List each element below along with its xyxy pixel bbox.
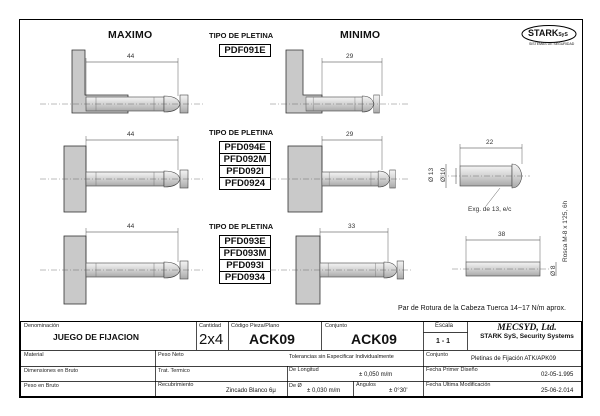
detail-hex: Exg. de 13, e/c [468, 206, 512, 213]
recubrimiento-value: Zincado Blanco 6μ [226, 388, 276, 394]
fecha2-value: 25-06-2.014 [541, 388, 574, 394]
conjunto2-label: Conjunto [426, 352, 449, 358]
angulos-label: Angulos [356, 382, 376, 388]
peso-bruto-label: Peso en Bruto [24, 383, 59, 389]
de-o-value: ± 0,030 m/m [307, 388, 341, 394]
company-name: MECSYD, Ltd. [497, 323, 557, 333]
dim-label: 44 [127, 131, 135, 138]
assembly-max-3 [40, 228, 205, 305]
escala-value: 1 - 1 [436, 338, 451, 345]
escala-label: Escala [435, 323, 454, 329]
pletina-code: PFD092M [220, 154, 270, 166]
denominacion-label: Denominación [24, 323, 60, 329]
fecha2-label: Fecha Ultima Modificación [426, 382, 491, 388]
pletina-code: PFD093M [220, 248, 270, 260]
detail-rod [452, 236, 557, 277]
logo-brand: STARKSyS [528, 28, 568, 38]
pletina-code: PFD094E [220, 142, 270, 154]
title-block: Denominación JUEGO DE FIJACION Cantidad … [20, 321, 583, 398]
pletina-code: PDF091E [224, 45, 266, 56]
maximo-header: MAXIMO [108, 29, 153, 41]
conjunto-value: ACK09 [351, 331, 397, 347]
dim-label: 29 [346, 53, 354, 60]
detail-dim-38: 38 [498, 231, 506, 238]
codes-group-3: PFD093E PFD093M PFD093I PFD0934 [219, 235, 271, 284]
recubrimiento-label: Recubrimiento [158, 382, 194, 388]
pletina-code: PFD093E [220, 236, 270, 248]
title-grid [21, 322, 583, 398]
dim-bruto-label: Dimensiones en Bruto [24, 368, 79, 374]
denominacion-value: JUEGO DE FIJACION [53, 332, 139, 342]
stark-logo: STARKSyS SISTEMAS DE SEGURIDAD [521, 25, 577, 47]
detail-dim-22: 22 [486, 139, 494, 146]
assembly-min-1 [270, 49, 410, 114]
assembly-min-2 [270, 136, 410, 213]
dim-label: 33 [348, 223, 356, 230]
trat-label: Trat. Termico [158, 368, 190, 374]
technical-drawing [40, 49, 557, 305]
cantidad-label: Cantidad [199, 323, 222, 329]
assembly-min-3 [270, 228, 412, 305]
conjunto-label: Conjunto [325, 323, 348, 329]
longitud-value: ± 0,050 m/m [359, 372, 393, 378]
tipo-label-1: TIPO DE PLETINA [209, 31, 274, 40]
peso-neto-label: Peso Neto [158, 352, 184, 358]
minimo-header: MINIMO [340, 29, 381, 41]
codes-group-1: PDF091E [219, 44, 271, 57]
logo-ellipse [521, 25, 577, 43]
company-sub: STARK SyS, Security Systems [480, 333, 574, 340]
detail-rosca: Rosca M-8 x 1'25, 6h [562, 200, 569, 262]
pletina-code: PFD093I [220, 260, 270, 272]
codigo-label: Código Pieza/Plano [231, 323, 280, 329]
pletina-code: PFD0924 [224, 178, 266, 189]
tipo-label-3: TIPO DE PLETINA [209, 222, 274, 231]
cantidad-value: 2x4 [199, 331, 224, 348]
conjunto2-value: Pletinas de Fijación ATK/APK09 [471, 356, 556, 362]
assembly-max-1 [40, 49, 205, 114]
material-label: Material [24, 352, 44, 358]
codes-group-2: PFD094E PFD092M PFD092I PFD0924 [219, 141, 271, 190]
fecha1-label: Fecha Primer Diseño [426, 367, 478, 373]
dim-label: 44 [127, 223, 135, 230]
pletina-code: PFD0934 [224, 272, 266, 283]
logo-tagline: SISTEMAS DE SEGURIDAD [529, 42, 575, 46]
tipo-label-2: TIPO DE PLETINA [209, 128, 274, 137]
longitud-label: De Longitud [289, 367, 319, 373]
pletina-code: PFD092I [220, 166, 270, 178]
fecha1-value: 02-05-1.995 [541, 372, 574, 378]
tolerancias-text: Tolerancias sin Especificar Individualme… [289, 354, 394, 360]
torque-note: Par de Rotura de la Cabeza Tuerca 14~17 … [398, 305, 566, 312]
angulos-value: ± 0°30' [389, 388, 408, 394]
codigo-value: ACK09 [249, 331, 295, 347]
detail-dim-8: Ø 8 [550, 265, 557, 276]
dim-label: 44 [127, 53, 135, 60]
detail-nut [440, 144, 530, 207]
dim-label: 29 [346, 131, 354, 138]
de-o-label: De Ø [289, 383, 302, 389]
detail-dim-13: Ø 13 [428, 167, 435, 182]
assembly-max-2 [40, 136, 205, 213]
detail-dim-10: Ø 10 [440, 167, 447, 182]
